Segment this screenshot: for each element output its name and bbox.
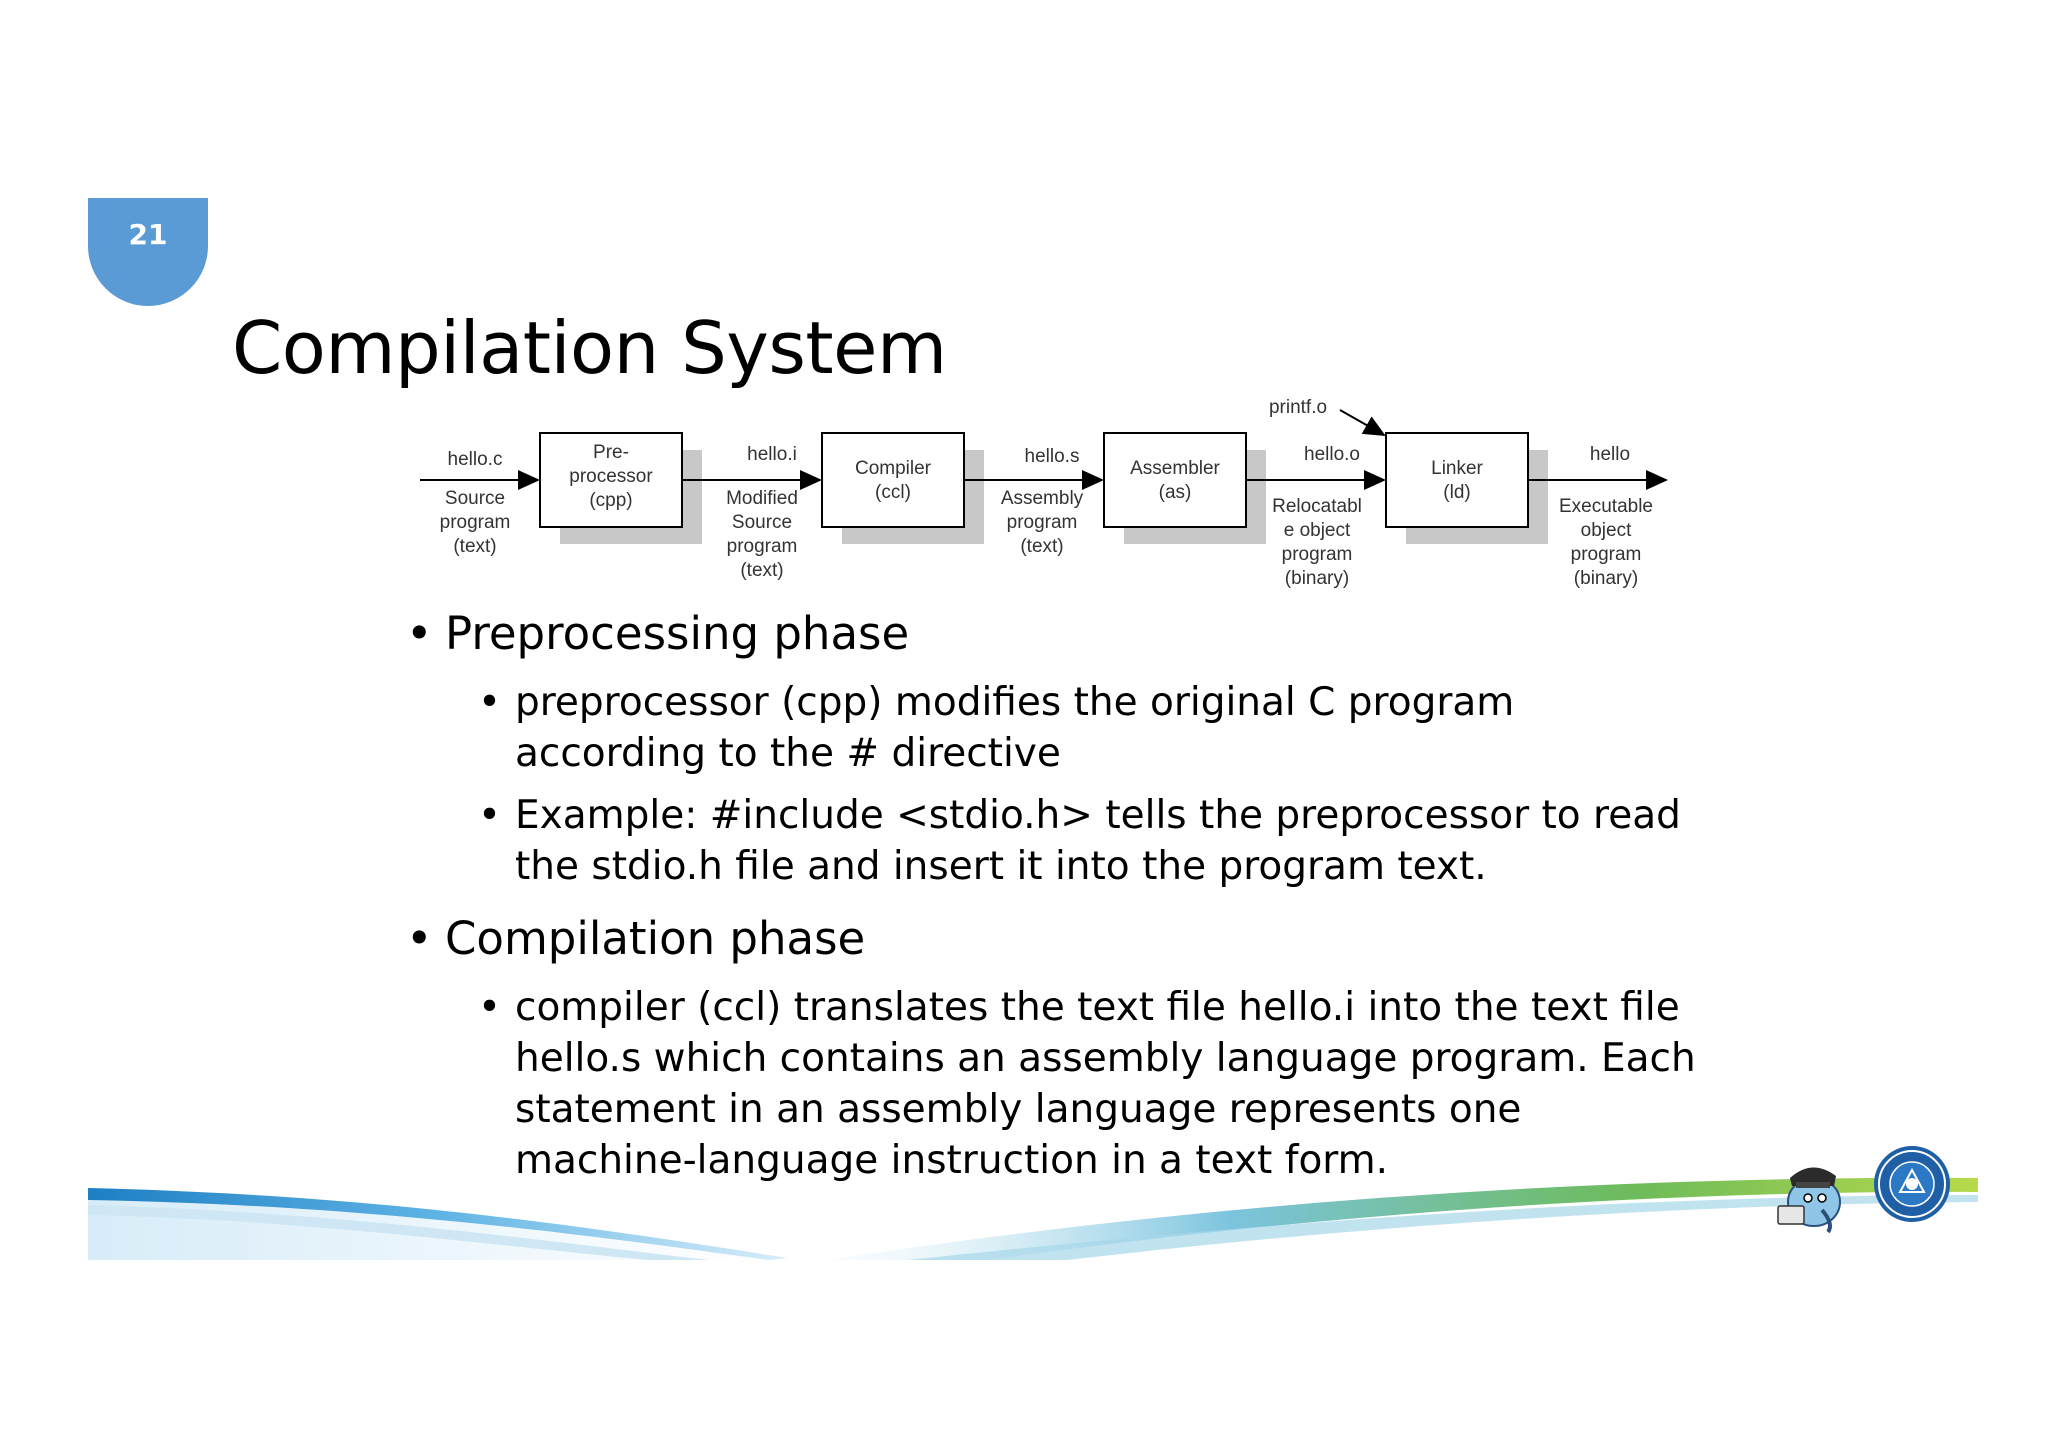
file-hello-i: hello.i xyxy=(747,444,797,465)
institution-seal-icon xyxy=(1874,1146,1950,1222)
sub-bullet-text: Example: #include <stdio.h> tells the pr… xyxy=(515,793,1681,838)
file-hello-o: hello.o xyxy=(1304,444,1360,465)
compiler-box xyxy=(821,432,965,528)
desc-hello-i-1: Modified xyxy=(726,488,798,509)
desc-hello-c-1: Source xyxy=(445,488,505,509)
sub-bullet-text: compiler (ccl) translates the text file … xyxy=(515,985,1680,1030)
desc-hello-s-3: (text) xyxy=(1020,536,1063,557)
assembler-box xyxy=(1103,432,1247,528)
slide-number-badge: 21 xyxy=(88,198,208,306)
footer-swoosh xyxy=(88,1177,1978,1260)
desc-hello-2: object xyxy=(1581,520,1632,541)
sub-bullet-text: statement in an assembly language repres… xyxy=(515,1087,1522,1132)
desc-hello-1: Executable xyxy=(1559,496,1653,517)
linker-label-1: Linker xyxy=(1431,458,1483,479)
assembler-label-2: (as) xyxy=(1159,482,1192,503)
file-hello-s: hello.s xyxy=(1025,446,1080,467)
slide-title: Compilation System xyxy=(232,306,947,390)
preprocessor-label-3: (cpp) xyxy=(589,490,632,511)
desc-hello-c-2: program xyxy=(440,512,511,533)
desc-hello-i-3: program xyxy=(727,536,798,557)
bullet-compilation-heading: Compilation phase xyxy=(445,912,866,965)
compiler-label-2: (ccl) xyxy=(875,482,911,503)
bullet-dot: • xyxy=(406,912,433,965)
desc-hello-s-1: Assembly xyxy=(1001,488,1084,509)
desc-hello-s-2: program xyxy=(1007,512,1078,533)
sub-bullet-text: according to the # directive xyxy=(515,731,1061,776)
bullet-preprocessing-heading: Preprocessing phase xyxy=(445,607,910,660)
linker-box xyxy=(1385,432,1529,528)
file-hello-c: hello.c xyxy=(448,449,503,470)
arrow-printf-o xyxy=(1339,409,1386,436)
bullet-dot: • xyxy=(406,607,433,660)
sub-bullet-dot: • xyxy=(478,793,502,838)
assembler-label-1: Assembler xyxy=(1130,458,1220,479)
desc-hello-3: program xyxy=(1571,544,1642,565)
desc-hello-4: (binary) xyxy=(1574,568,1638,589)
desc-hello-o-1: Relocatabl xyxy=(1272,496,1362,517)
desc-hello-i-2: Source xyxy=(732,512,792,533)
compilation-diagram: Pre- processor (cpp) Compiler (ccl) Asse… xyxy=(420,397,1668,589)
file-printf-o: printf.o xyxy=(1269,397,1327,418)
desc-hello-o-3: program xyxy=(1282,544,1353,565)
sub-bullet-text: hello.s which contains an assembly langu… xyxy=(515,1036,1696,1081)
sub-bullet-text: preprocessor (cpp) modifies the original… xyxy=(515,680,1515,725)
sub-bullet-dot: • xyxy=(478,985,502,1030)
mascot-icon xyxy=(1777,1167,1841,1234)
sub-bullet-text: machine-language instruction in a text f… xyxy=(515,1138,1389,1183)
sub-bullet-text: the stdio.h file and insert it into the … xyxy=(515,844,1487,889)
file-hello: hello xyxy=(1590,444,1630,465)
preprocessor-label-1: Pre- xyxy=(593,442,629,463)
preprocessor-label-2: processor xyxy=(569,466,653,487)
desc-hello-i-4: (text) xyxy=(740,560,783,581)
preprocessor-box xyxy=(539,432,683,528)
desc-hello-c-3: (text) xyxy=(453,536,496,557)
desc-hello-o-2: e object xyxy=(1284,520,1351,541)
slide-number: 21 xyxy=(128,218,168,251)
sub-bullet-dot: • xyxy=(478,680,502,725)
compiler-label-1: Compiler xyxy=(855,458,932,479)
linker-label-2: (ld) xyxy=(1443,482,1470,503)
desc-hello-o-4: (binary) xyxy=(1285,568,1349,589)
